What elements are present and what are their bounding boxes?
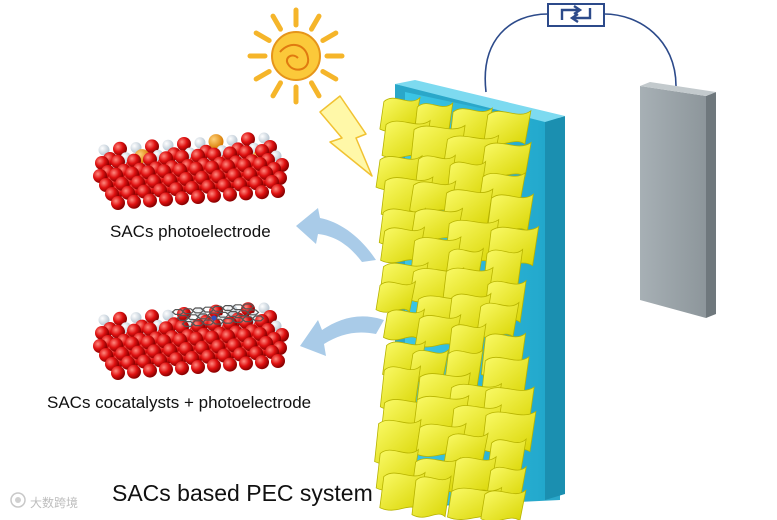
lightning-bolt-icon — [320, 96, 372, 176]
atom — [271, 184, 285, 198]
sacs-photoelectrode-model — [93, 132, 289, 210]
power-source-icon — [548, 4, 604, 26]
atom — [143, 194, 157, 208]
nanosheet — [481, 143, 531, 177]
atom — [175, 191, 189, 205]
watermark-text: 大数跨境 — [30, 494, 78, 511]
atom — [239, 356, 253, 370]
atom — [143, 364, 157, 378]
atom — [159, 362, 173, 376]
watermark-logo-icon — [11, 493, 25, 507]
atom — [223, 188, 237, 202]
atom — [111, 366, 125, 380]
atom — [111, 196, 125, 210]
atom — [255, 355, 269, 369]
atom — [191, 190, 205, 204]
single-atom — [212, 316, 217, 321]
nanosheet-array — [375, 98, 539, 520]
nanosheet — [376, 281, 415, 312]
curved-arrow-icon — [296, 208, 376, 262]
atom — [175, 361, 189, 375]
nanosheet — [412, 476, 451, 517]
counter-electrode — [640, 82, 716, 318]
nanosheet — [481, 490, 526, 520]
atom — [127, 195, 141, 209]
atom — [191, 360, 205, 374]
atom — [159, 192, 173, 206]
curved-arrow-icon — [300, 316, 384, 356]
atom — [239, 186, 253, 200]
diagram-title: SACs based PEC system — [112, 480, 373, 507]
atom — [207, 189, 221, 203]
atom — [271, 354, 285, 368]
atom — [127, 365, 141, 379]
atom — [223, 358, 237, 372]
label-sacs-cocatalysts-photoelectrode: SACs cocatalysts + photoelectrode — [47, 393, 311, 413]
sun-icon — [250, 10, 342, 102]
label-sacs-photoelectrode: SACs photoelectrode — [110, 222, 271, 242]
atom — [255, 185, 269, 199]
atom — [207, 359, 221, 373]
